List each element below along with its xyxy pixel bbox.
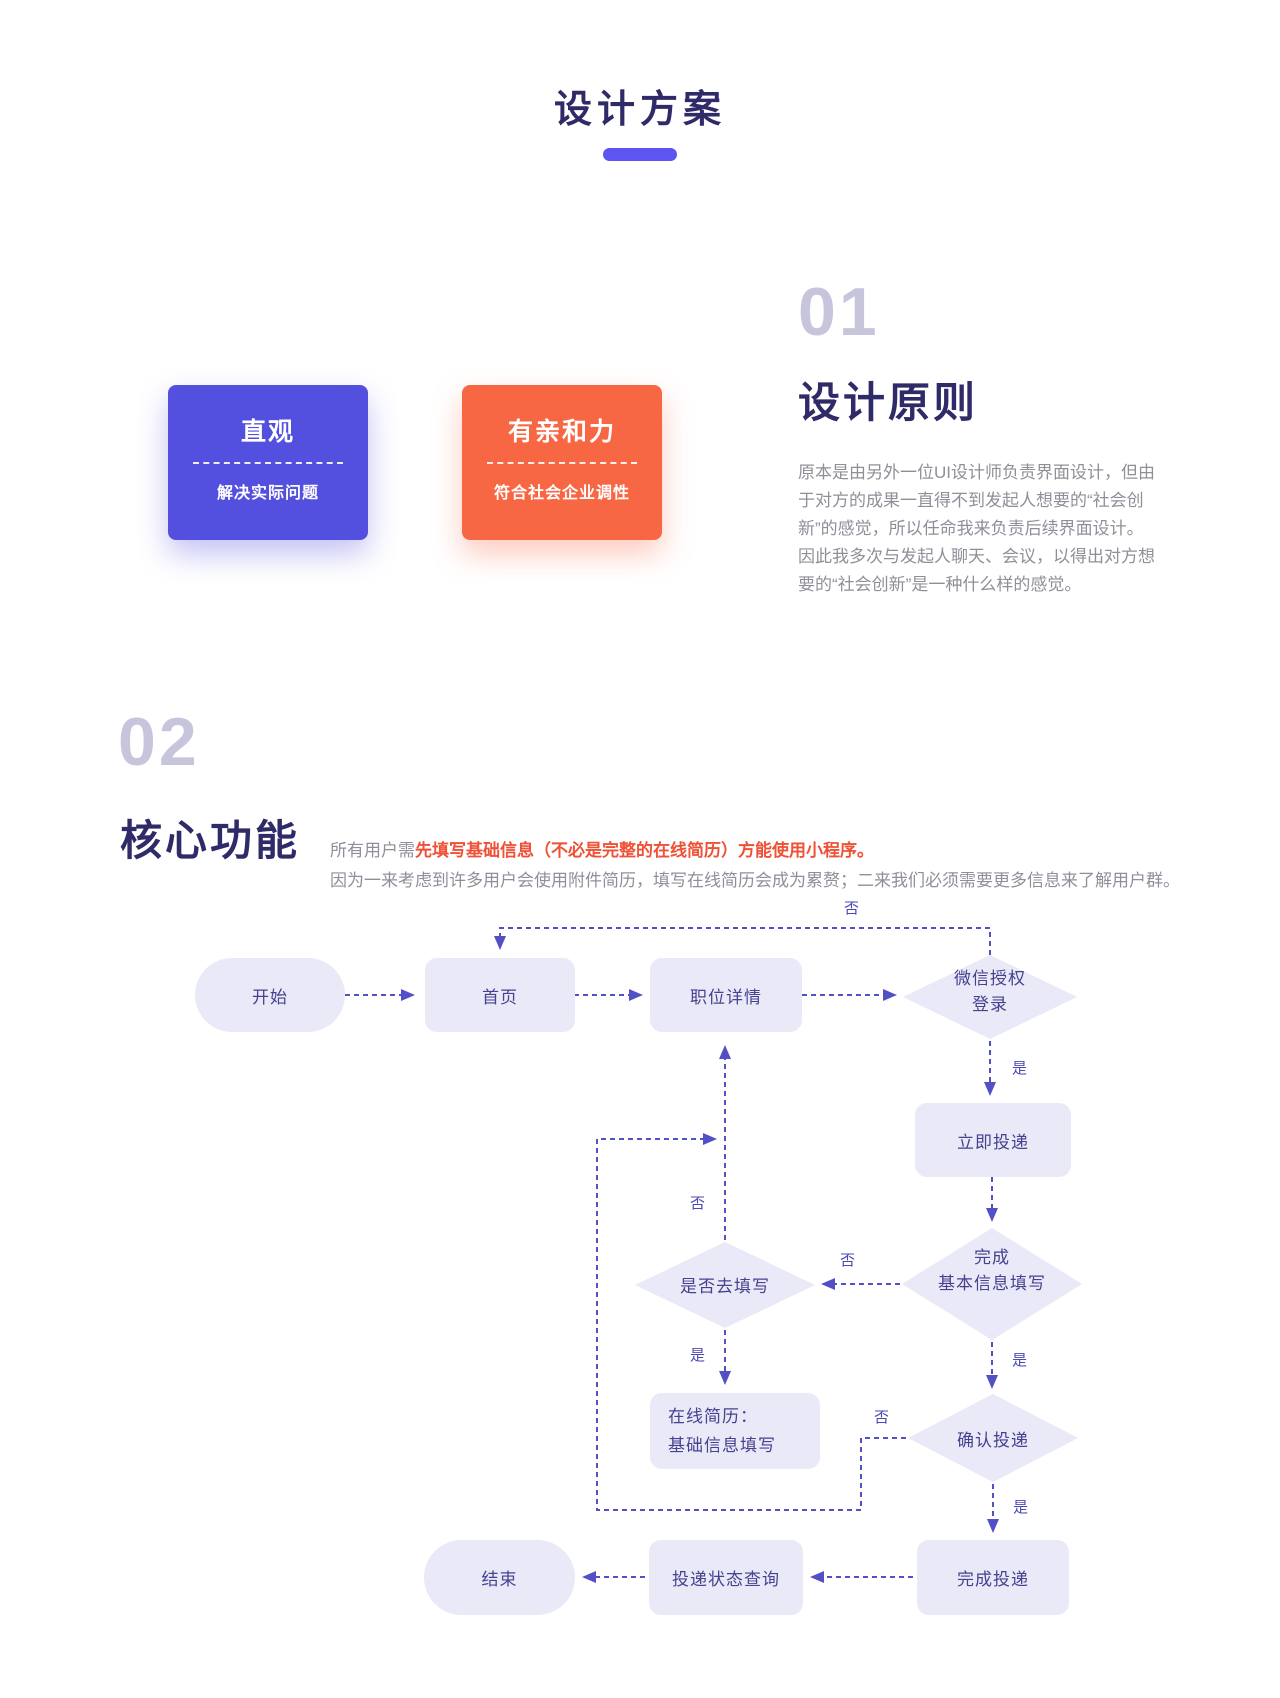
description-line-1: 所有用户需先填写基础信息（不必是完整的在线简历）方能使用小程序。 — [330, 836, 1180, 866]
flow-node-online-resume: 在线简历： 基础信息填写 — [650, 1393, 820, 1469]
card-dashed-divider — [193, 462, 343, 464]
paragraph-line: 新”的感觉，所以任命我来负责后续界面设计。 — [798, 519, 1144, 538]
card-subtitle: 符合社会企业调性 — [493, 485, 630, 502]
section-02-heading: 核心功能 — [120, 817, 301, 864]
edge-label-no-filldecision-up: 否 — [690, 1195, 707, 1212]
paragraph-line: 于对方的成果一直得不到发起人想要的“社会创 — [798, 491, 1144, 510]
edge-label-no-top-loop: 否 — [844, 900, 861, 917]
principle-card-friendly: 有亲和力 符合社会企业调性 — [462, 385, 662, 540]
page-title: 设计方案 — [553, 89, 726, 131]
desc-prefix: 所有用户需 — [330, 841, 415, 860]
card-title: 有亲和力 — [507, 418, 616, 446]
section-01-number: 01 — [798, 274, 880, 350]
diamond-shape-wechat-auth — [903, 955, 1077, 1039]
flow-node-status-query: 投递状态查询 — [649, 1540, 803, 1615]
edge-label-no-completeinfo: 否 — [840, 1252, 857, 1269]
edge-label-yes-confirm: 是 — [1013, 1499, 1030, 1516]
section-01-paragraph: 原本是由另外一位UI设计师负责界面设计，但由 于对方的成果一直得不到发起人想要的… — [798, 459, 1155, 599]
edge-label-yes-filldecision: 是 — [690, 1347, 707, 1364]
flow-node-submit-complete: 完成投递 — [917, 1540, 1069, 1615]
flow-node-end: 结束 — [424, 1540, 575, 1615]
edge-confirm-no-loop — [596, 1133, 906, 1511]
title-underline-pill — [603, 148, 677, 161]
section-02-description: 所有用户需先填写基础信息（不必是完整的在线简历）方能使用小程序。 因为一来考虑到… — [330, 836, 1180, 896]
principle-card-intuitive: 直观 解决实际问题 — [168, 385, 368, 540]
description-line-2: 因为一来考虑到许多用户会使用附件简历，填写在线简历会成为累赘；二来我们必须需要更… — [330, 871, 1180, 890]
flow-node-complete-basic-info: 完成 基本信息填写 — [938, 1248, 1046, 1293]
section-02-number: 02 — [118, 704, 200, 780]
diamond-shape-confirm-submit — [908, 1394, 1078, 1482]
diamond-shape-complete-basic-info — [902, 1228, 1082, 1340]
paragraph-line: 因此我多次与发起人聊天、会议，以得出对方想 — [798, 547, 1155, 566]
edge-wechat-no-loop-home — [494, 927, 991, 955]
edge-label-yes-completeinfo: 是 — [1012, 1352, 1029, 1369]
flow-node-home: 首页 — [425, 958, 575, 1032]
edge-label-no-confirm: 否 — [874, 1409, 891, 1426]
flow-node-wechat-auth: 微信授权 登录 — [954, 969, 1026, 1014]
section-01-heading: 设计原则 — [798, 379, 979, 426]
flow-node-confirm-submit: 确认投递 — [957, 1431, 1029, 1450]
flow-node-start: 开始 — [195, 958, 345, 1032]
flow-node-fill-decision: 是否去填写 — [680, 1277, 770, 1296]
flow-node-apply-now: 立即投递 — [915, 1103, 1071, 1177]
paragraph-line: 原本是由另外一位UI设计师负责界面设计，但由 — [798, 463, 1155, 482]
desc-highlight: 先填写基础信息（不必是完整的在线简历）方能使用小程序。 — [415, 841, 874, 860]
paragraph-line: 要的“社会创新”是一种什么样的感觉。 — [798, 575, 1082, 594]
card-subtitle: 解决实际问题 — [216, 485, 319, 502]
edge-label-yes-wechat: 是 — [1012, 1060, 1029, 1077]
flow-node-job-detail: 职位详情 — [650, 958, 802, 1032]
diamond-shape-fill-decision — [635, 1242, 815, 1328]
card-title: 直观 — [240, 418, 295, 446]
card-dashed-divider — [487, 462, 637, 464]
